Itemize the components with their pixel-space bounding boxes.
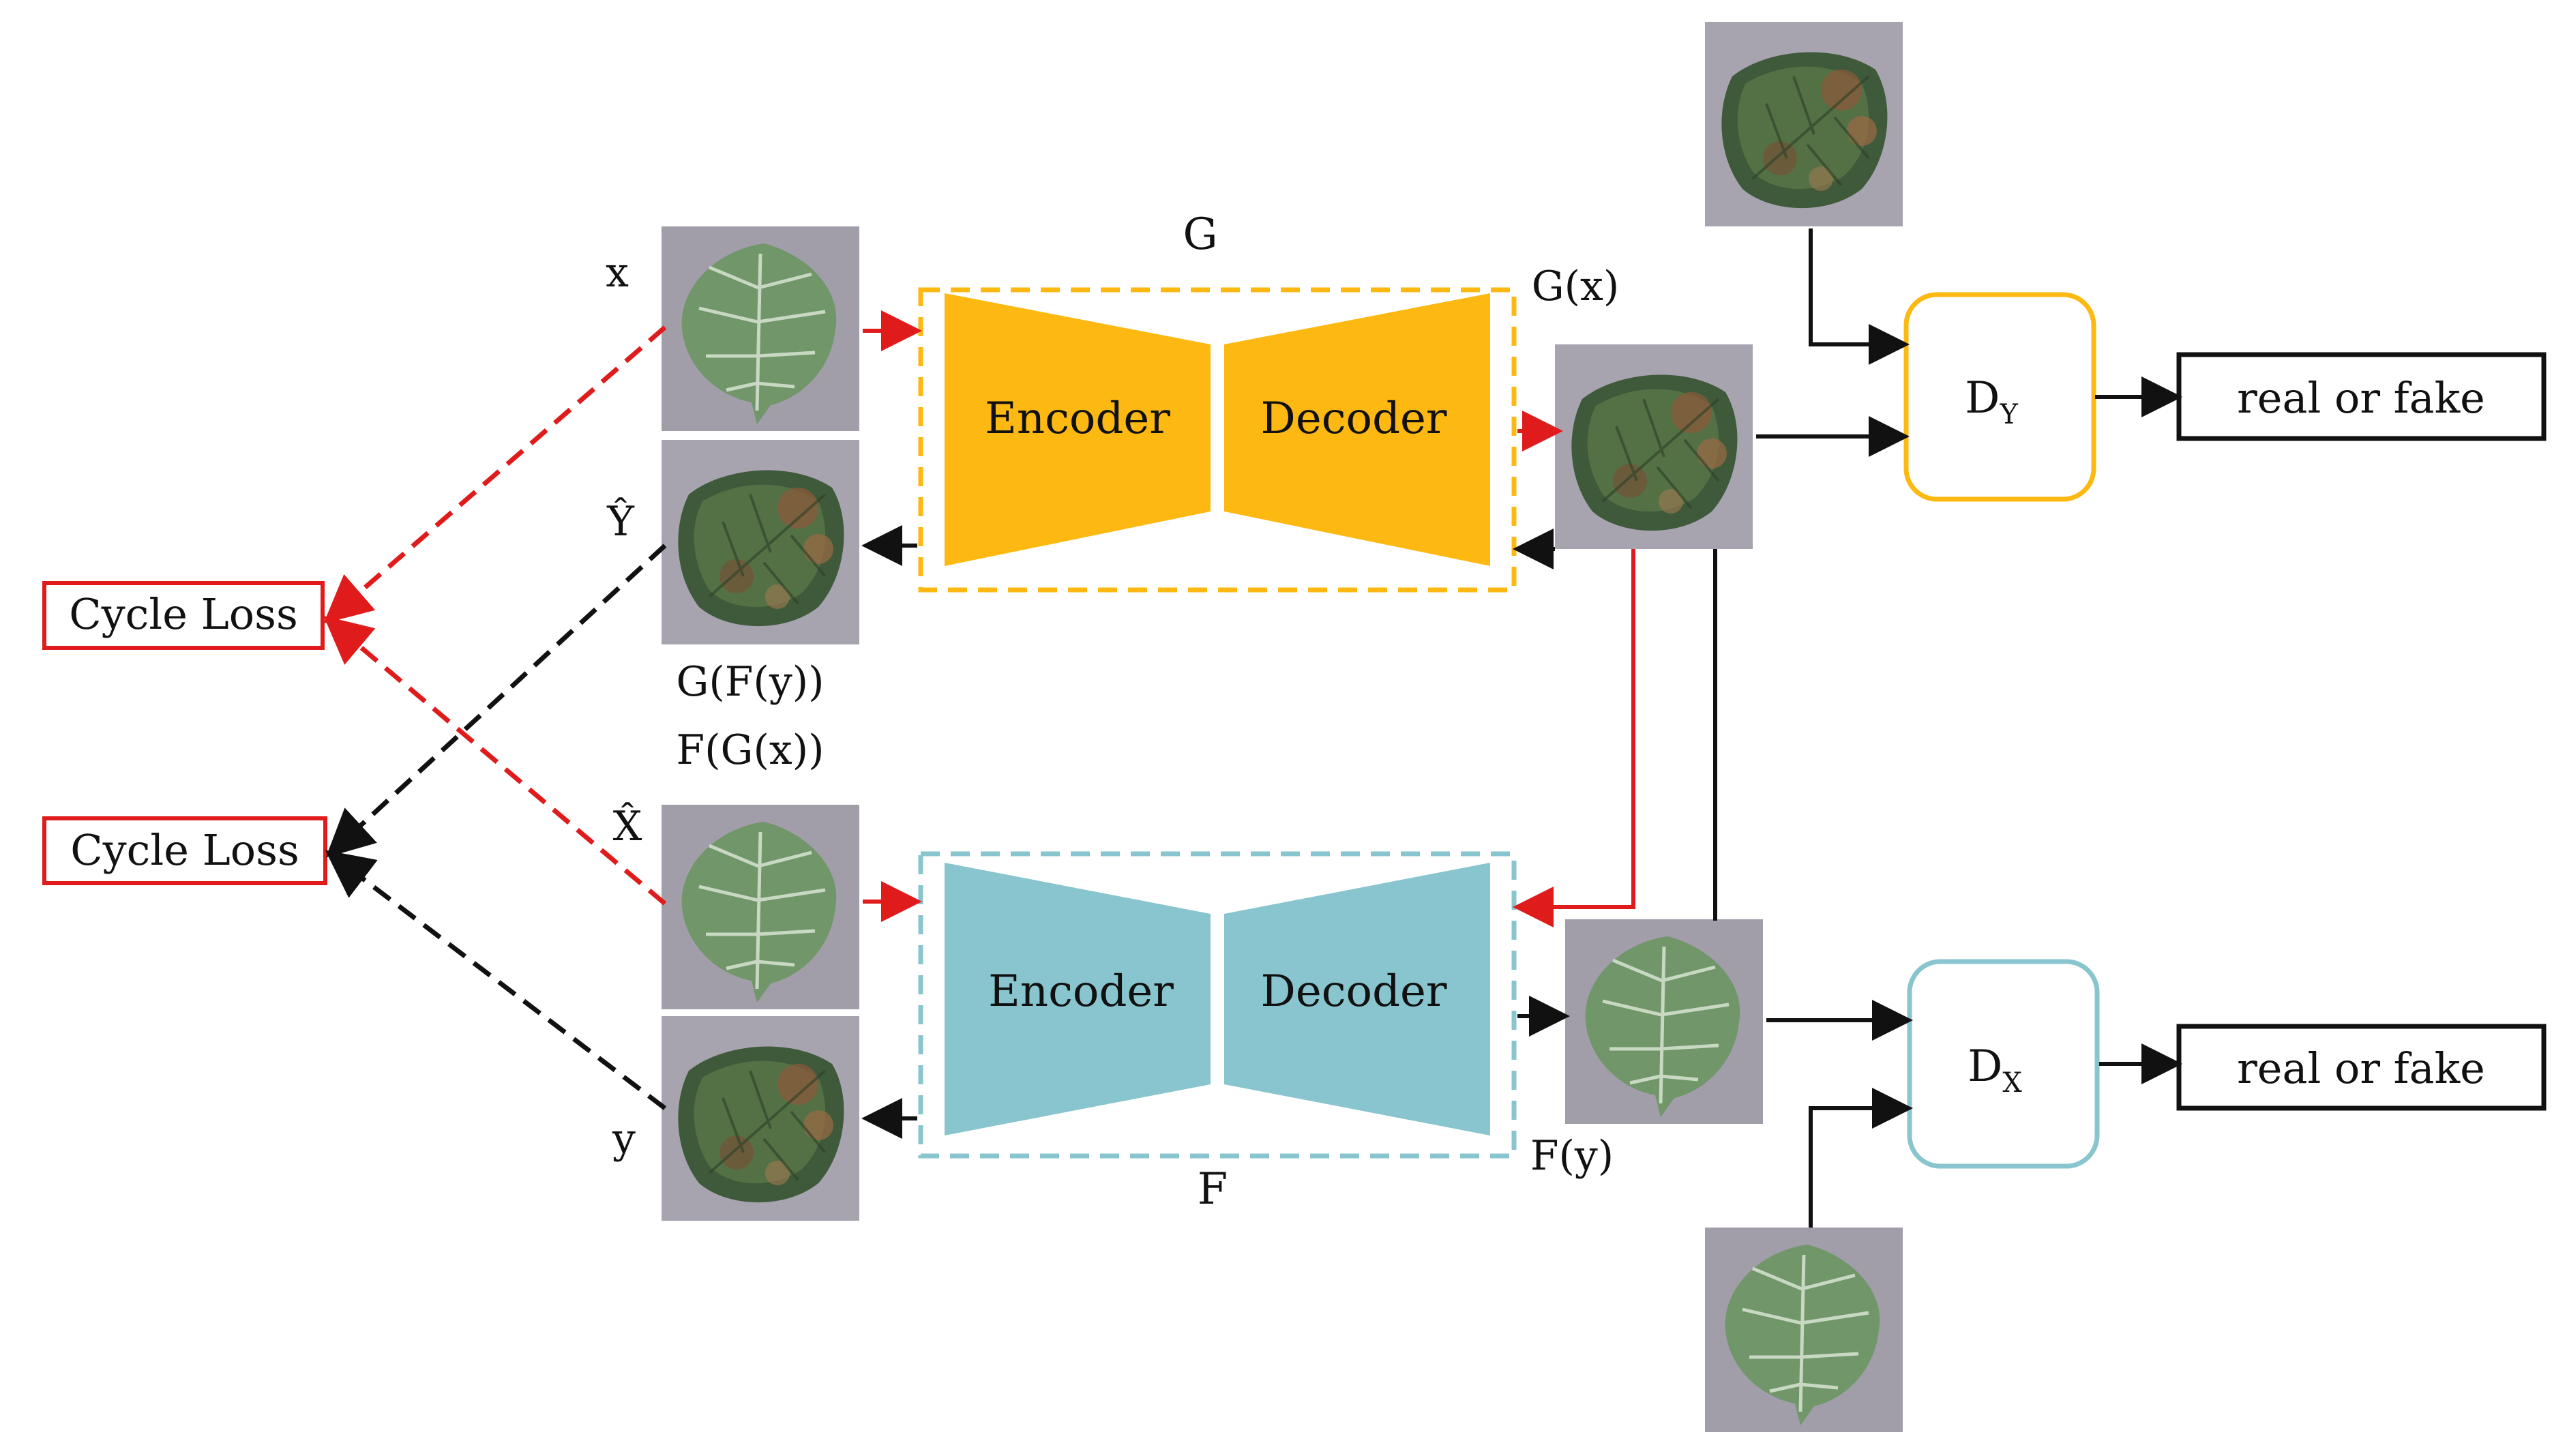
generator-f-encoder-label: Encoder (988, 966, 1174, 1017)
discriminator-dy-label: DY (1965, 373, 2018, 430)
output-bottom-label: real or fake (2237, 1043, 2485, 1093)
leaf-diseased-icon (660, 439, 861, 646)
generator-g-decoder-label: Decoder (1261, 393, 1447, 444)
leaf-diseased-icon (1554, 343, 1754, 550)
cycle-loss-bottom-box (42, 816, 327, 885)
leaf-diseased-icon (1704, 20, 1904, 228)
label-g-x: G(x) (1532, 263, 1620, 310)
arrow-real-to-dx (1809, 1088, 1913, 1228)
discriminator-dx-label: DX (1968, 1041, 2022, 1099)
label-y-hat: Ŷ (606, 497, 635, 546)
arrow-real-to-dy (1809, 228, 1910, 365)
generator-g-encoder (945, 293, 1211, 566)
generator-f-encoder (945, 863, 1211, 1135)
cycle-loss-top-label: Cycle Loss (69, 589, 298, 639)
leaf-healthy-icon (1565, 919, 1763, 1124)
output-bottom-box (2176, 1024, 2547, 1111)
leaf-healthy-icon (1705, 1228, 1903, 1432)
output-top-label: real or fake (2237, 373, 2485, 423)
label-f-y: F(y) (1530, 1132, 1614, 1180)
generator-g-box (918, 287, 1517, 593)
generator-f-title: F (1198, 1164, 1228, 1215)
discriminator-dx (1907, 959, 2100, 1169)
generator-f-decoder (1224, 863, 1490, 1135)
label-x: x (606, 249, 629, 297)
dashed-y-to-loss (325, 850, 667, 1110)
cycle-loss-top-box (42, 581, 325, 650)
label-x-hat: X̂ (613, 802, 642, 850)
leaf-healthy-icon (662, 805, 859, 1009)
leaf-healthy-icon (662, 226, 859, 431)
leaf-diseased-icon (660, 1015, 861, 1222)
label-f-g-x: F(G(x)) (676, 726, 824, 774)
dashed-yhat-to-loss (325, 544, 667, 858)
generator-f-decoder-label: Decoder (1261, 966, 1447, 1017)
generator-g-encoder-label: Encoder (985, 393, 1170, 444)
arrow-gx-to-f (1513, 549, 1635, 927)
generator-g-decoder (1224, 293, 1490, 566)
label-g-f-y: G(F(y)) (676, 658, 824, 706)
dashed-xhat-to-loss (323, 615, 667, 906)
discriminator-dy (1903, 292, 2096, 502)
generator-g-title: G (1183, 209, 1217, 260)
label-y: y (612, 1115, 636, 1163)
output-top-box (2176, 352, 2547, 441)
cycle-loss-bottom-label: Cycle Loss (70, 825, 299, 875)
dashed-x-to-loss (323, 325, 667, 624)
